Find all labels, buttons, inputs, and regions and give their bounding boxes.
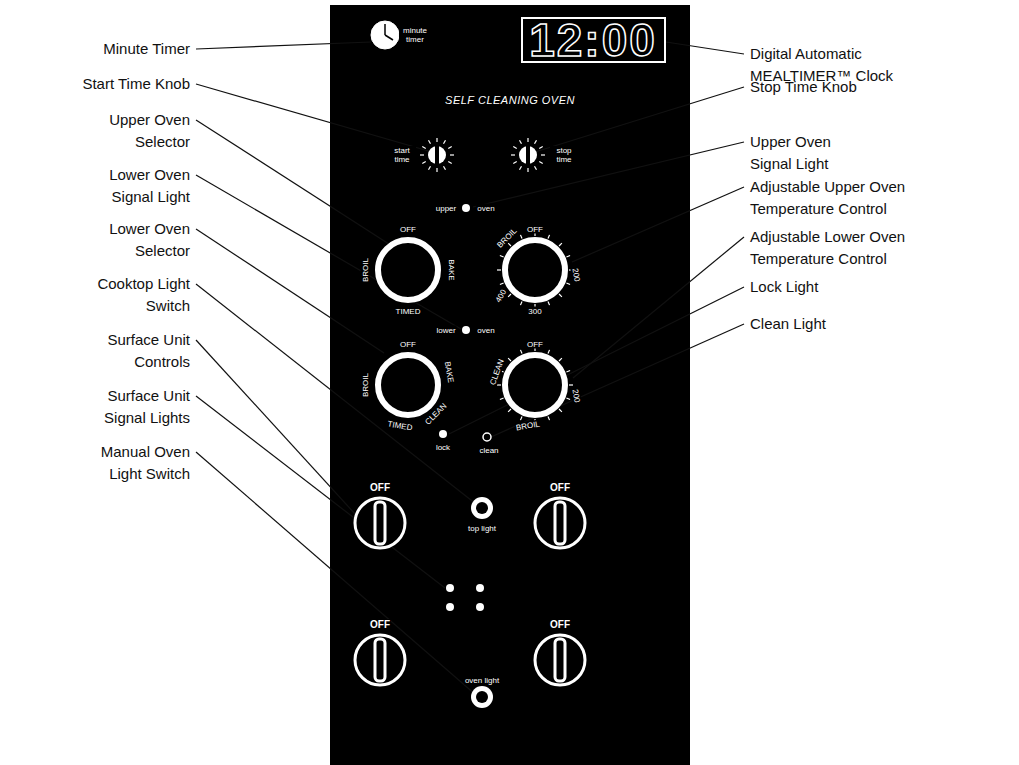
panel-marking: OFF [549, 482, 571, 494]
panel-marking: BROIL [361, 372, 370, 398]
callout-label: Lower Oven Selector [90, 218, 190, 262]
dial-ticks [420, 138, 573, 423]
panel-face [330, 5, 690, 765]
panel-marking: BROIL [361, 257, 370, 283]
panel-marking: clean [478, 446, 499, 455]
panel-marking: oven light [464, 676, 500, 685]
panel-marking: OFF [369, 482, 391, 494]
panel-marking: top light [467, 524, 497, 533]
panel-marking: OFF [526, 340, 544, 349]
callout-label: Manual Oven Light Switch [90, 441, 190, 485]
panel-marking: 300 [527, 307, 542, 316]
callout-label: Surface Unit Signal Lights [90, 385, 190, 429]
panel-marking: oven [476, 204, 495, 213]
panel-marking: OFF [399, 340, 417, 349]
callout-label: Lock Light [750, 276, 870, 298]
panel-marking: OFF [549, 619, 571, 631]
panel-marking: minute timer [399, 26, 431, 44]
panel-marking: lower [435, 326, 456, 335]
surface-unit-knobs [355, 498, 585, 685]
panel-marking: OFF [399, 225, 417, 234]
panel-marking: BAKE [447, 258, 456, 281]
panel-marking: OFF [526, 225, 544, 234]
callout-label: Adjustable Lower Oven Temperature Contro… [750, 226, 920, 270]
time-knobs [428, 144, 537, 166]
callout-label: Start Time Knob [60, 73, 190, 95]
panel-marking: oven [476, 326, 495, 335]
callout-label: Lower Oven Signal Light [90, 164, 190, 208]
oven-dials [378, 240, 565, 415]
callout-label: Cooktop Light Switch [90, 273, 190, 317]
leader-lines [196, 42, 744, 695]
panel-marking: start time [388, 146, 416, 164]
panel-marking: TIMED [395, 307, 422, 316]
panel-marking: upper [435, 204, 457, 213]
callout-label: Stop Time Knob [750, 76, 900, 98]
callout-label: Surface Unit Controls [90, 329, 190, 373]
callout-label: Upper Oven Signal Light [750, 131, 860, 175]
callout-label: Adjustable Upper Oven Temperature Contro… [750, 176, 920, 220]
callout-label: Upper Oven Selector [90, 109, 190, 153]
panel-marking: stop time [550, 146, 578, 164]
callout-label: Clean Light [750, 313, 870, 335]
panel-marking: OFF [369, 619, 391, 631]
panel-marking: SELF CLEANING OVEN [444, 94, 576, 107]
minute-timer-dial [371, 21, 399, 49]
panel-marking: 12:00 [528, 14, 658, 67]
panel-marking: lock [435, 443, 451, 452]
callout-label: Minute Timer [70, 38, 190, 60]
